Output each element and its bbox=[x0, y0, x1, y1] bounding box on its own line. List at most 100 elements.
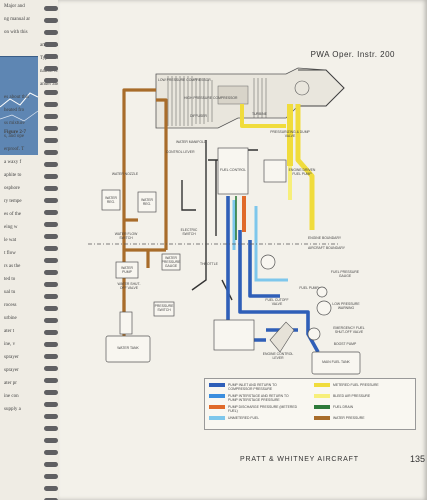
left-page-line: sprayer bbox=[4, 368, 19, 373]
left-page-line: ander and Diffuse bbox=[40, 82, 76, 87]
binding-ring bbox=[44, 126, 58, 131]
left-page-line: es of the bbox=[4, 212, 21, 217]
legend-item: WATER PRESSURE bbox=[314, 416, 403, 420]
left-page-line: heated fro bbox=[4, 108, 25, 113]
label-water-nozzle: WATER NOZZLE bbox=[111, 172, 139, 176]
binding-ring bbox=[44, 222, 58, 227]
binding-ring bbox=[44, 270, 58, 275]
label-water-manifold: WATER MANIFOLD bbox=[176, 140, 207, 144]
binding-ring bbox=[44, 150, 58, 155]
binding-ring bbox=[44, 198, 58, 203]
legend-swatch bbox=[209, 405, 225, 409]
binding-ring bbox=[44, 114, 58, 119]
legend-swatch bbox=[314, 416, 330, 420]
label-main-fuel-tank: MAIN FUEL TANK bbox=[322, 360, 350, 364]
left-page-line: supply a bbox=[4, 407, 21, 412]
engine-outline bbox=[155, 67, 345, 129]
legend-item: UNMETERED FUEL bbox=[209, 416, 298, 420]
binding-ring bbox=[44, 18, 58, 23]
binding-ring bbox=[44, 138, 58, 143]
left-page-line: ted to bbox=[4, 277, 16, 282]
binding-ring bbox=[44, 414, 58, 419]
label-fuel-pump: FUEL PUMP bbox=[299, 286, 319, 290]
binding-ring bbox=[44, 498, 58, 500]
label-water-reg-left: WATER REG. bbox=[105, 196, 117, 204]
left-page-line: nation with We bbox=[40, 69, 71, 74]
label-fuel-cutoff-valve: FUEL CUTOFF VALVE bbox=[265, 298, 289, 306]
legend-swatch bbox=[314, 405, 330, 409]
binding-ring bbox=[44, 450, 58, 455]
left-page-line: a waxy f bbox=[4, 160, 22, 165]
binding-ring bbox=[44, 354, 58, 359]
left-page-figure-thumbnail bbox=[0, 56, 39, 155]
label-diffuser: DIFFUSER bbox=[190, 114, 207, 118]
legend-label: PUMP INLET AND RETURN TO COMPRESSOR PRES… bbox=[228, 383, 277, 391]
legend-label: UNMETERED FUEL bbox=[228, 416, 260, 420]
binding-ring bbox=[44, 66, 58, 71]
left-page-line: ss mixture bbox=[4, 121, 25, 126]
label-electric-switch: ELECTRIC SWITCH bbox=[180, 228, 198, 236]
left-page-line: ater pr bbox=[4, 381, 17, 386]
binding-ring bbox=[44, 378, 58, 383]
left-page-line: t flow bbox=[4, 251, 16, 256]
binding-ring bbox=[44, 30, 58, 35]
fuel-water-schematic bbox=[88, 67, 361, 375]
label-water-flow-switch: WATER FLOW SWITCH bbox=[114, 232, 138, 240]
legend-item: BLEED AIR PRESSURE bbox=[314, 394, 403, 398]
left-page-line: rs as the bbox=[4, 264, 21, 269]
legend-item: FUEL DRAIN bbox=[314, 405, 403, 409]
binding-ring bbox=[44, 186, 58, 191]
label-water-pump: WATER PUMP bbox=[121, 266, 133, 274]
label-emergency-fuel-shutoff-valve: EMERGENCY FUEL SHUT-OFF VALVE bbox=[333, 326, 365, 334]
manual-page: PWA Oper. Instr. 200 bbox=[58, 0, 427, 500]
binding-ring bbox=[44, 330, 58, 335]
left-page-line: eing w bbox=[4, 225, 18, 230]
page-header: PWA Oper. Instr. 200 bbox=[310, 50, 395, 59]
bleed-air-lines bbox=[240, 104, 315, 230]
binding-ring bbox=[44, 474, 58, 479]
legend-swatch bbox=[314, 394, 330, 398]
legend-swatch bbox=[314, 383, 330, 387]
left-page-line: es about this bbox=[4, 95, 29, 100]
label-control-lever: CONTROL LEVER bbox=[166, 150, 195, 154]
left-page-line: ater t bbox=[4, 329, 15, 334]
legend-label: METERED FUEL PRESSURE bbox=[333, 383, 379, 387]
label-high-pressure-compressor: HIGH PRESSURE COMPRESSOR bbox=[184, 96, 238, 100]
label-pressure-switch: PRESSURE SWITCH bbox=[154, 304, 174, 312]
label-engine-control-lever: ENGINE CONTROL LEVER bbox=[262, 352, 294, 360]
binding-ring bbox=[44, 486, 58, 491]
label-throttle: THROTTLE bbox=[200, 262, 218, 266]
unmetered-fuel-lines bbox=[232, 200, 288, 282]
legend-label: BLEED AIR PRESSURE bbox=[333, 394, 371, 398]
label-water-shutoff-valve: WATER SHUT-OFF VALVE bbox=[117, 282, 141, 290]
label-low-pressure-warning: LOW PRESSURE WARNING bbox=[332, 302, 360, 310]
page-number: 135 bbox=[410, 454, 426, 464]
binding-ring bbox=[44, 210, 58, 215]
legend-item: METERED FUEL PRESSURE bbox=[314, 383, 403, 387]
binding-ring bbox=[44, 306, 58, 311]
legend-label: WATER PRESSURE bbox=[333, 416, 365, 420]
label-pressurizing-dump-valve: PRESSURIZING & DUMP VALVE bbox=[270, 130, 310, 138]
legend-label: PUMP DISCHARGE PRESSURE (METERED FUEL) bbox=[228, 405, 298, 413]
label-fuel-pressure-gauge: FUEL PRESSURE GAUGE bbox=[330, 270, 360, 278]
label-engine-boundary: ENGINE BOUNDARY bbox=[308, 236, 342, 240]
label-engine-driven-fuel-pump: ENGINE DRIVEN FUEL PUMP bbox=[288, 168, 316, 176]
binding-ring bbox=[44, 390, 58, 395]
left-page-line: ual tu bbox=[4, 290, 16, 295]
binding-ring bbox=[44, 342, 58, 347]
binding-ring bbox=[44, 54, 58, 59]
left-page-line: ry tempe bbox=[4, 199, 22, 204]
binding-ring bbox=[44, 246, 58, 251]
legend-label: PUMP INTERSTAGE AND RETURN TO PUMP INTER… bbox=[228, 394, 289, 402]
left-page-line: on with this bbox=[4, 30, 28, 35]
left-page-line: rocess bbox=[4, 303, 17, 308]
binding-ring bbox=[44, 366, 58, 371]
legend-item: PUMP DISCHARGE PRESSURE (METERED FUEL) bbox=[209, 405, 298, 413]
left-figure-label: Figure 2-7 bbox=[4, 130, 26, 135]
label-turbine: TURBINE bbox=[252, 112, 267, 116]
legend-item: PUMP INLET AND RETURN TO COMPRESSOR PRES… bbox=[209, 383, 298, 391]
label-aircraft-boundary: AIRCRAFT BOUNDARY bbox=[308, 246, 345, 250]
label-boost-pump: BOOST PUMP bbox=[333, 342, 357, 346]
footer-title: PRATT & WHITNEY AIRCRAFT bbox=[240, 456, 359, 463]
